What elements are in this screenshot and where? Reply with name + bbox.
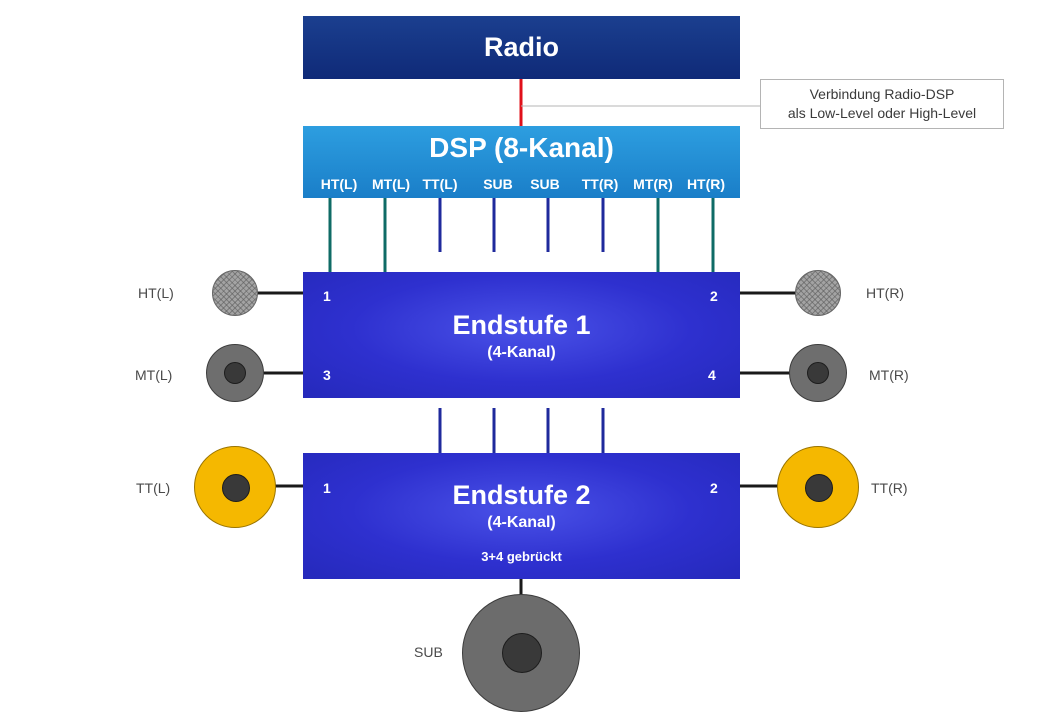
amp2-bridged-note: 3+4 gebrückt <box>481 549 562 564</box>
dsp-channel-sub-1: SUB <box>483 176 513 192</box>
amp1-channel-3: 3 <box>323 367 331 383</box>
subwoofer <box>462 594 580 712</box>
woofer-tt-right <box>777 446 859 528</box>
amp1-channel-4: 4 <box>708 367 716 383</box>
connection-note: Verbindung Radio-DSP als Low-Level oder … <box>760 79 1004 129</box>
midrange-mt-right <box>789 344 847 402</box>
amp2-channel-1: 1 <box>323 480 331 496</box>
amp1-channel-2: 2 <box>710 288 718 304</box>
dsp-channel-ht-r: HT(R) <box>686 176 726 192</box>
label-ht-right: HT(R) <box>866 285 905 301</box>
label-sub: SUB <box>414 644 443 660</box>
connection-note-line1: Verbindung Radio-DSP <box>809 86 955 102</box>
label-mt-left: MT(L) <box>135 367 173 383</box>
midrange-mt-left <box>206 344 264 402</box>
tweeter-ht-right <box>795 270 841 316</box>
connection-note-line2: als Low-Level oder High-Level <box>787 105 977 121</box>
subwoofer-cone <box>502 633 542 673</box>
tt-right-cone <box>805 474 833 502</box>
dsp-channel-mt-l: MT(L) <box>371 176 411 192</box>
dsp-channel-tt-r: TT(R) <box>581 176 619 192</box>
tt-left-cone <box>222 474 250 502</box>
mt-left-cone <box>224 362 246 384</box>
radio-block: Radio <box>303 16 740 79</box>
tweeter-ht-left <box>212 270 258 316</box>
amp2-subtitle: (4-Kanal) <box>487 514 556 531</box>
amp1-title: Endstufe 1 <box>452 310 591 340</box>
label-tt-right: TT(R) <box>871 480 908 496</box>
woofer-tt-left <box>194 446 276 528</box>
dsp-channel-ht-l: HT(L) <box>320 176 358 192</box>
amp2-title: Endstufe 2 <box>452 480 591 510</box>
dsp-channel-tt-l: TT(L) <box>422 176 458 192</box>
dsp-channel-mt-r: MT(R) <box>633 176 673 192</box>
dsp-block: DSP (8-Kanal) HT(L) MT(L) TT(L) SUB SUB … <box>303 126 740 198</box>
label-tt-left: TT(L) <box>136 480 171 496</box>
amplifier-2: Endstufe 2 (4-Kanal) 3+4 gebrückt 1 2 <box>303 453 740 579</box>
dsp-channel-sub-2: SUB <box>530 176 560 192</box>
label-mt-right: MT(R) <box>869 367 909 383</box>
label-ht-left: HT(L) <box>138 285 174 301</box>
amp1-subtitle: (4-Kanal) <box>487 344 556 361</box>
amp1-channel-1: 1 <box>323 288 331 304</box>
dsp-title: DSP (8-Kanal) <box>429 132 614 163</box>
amplifier-1: Endstufe 1 (4-Kanal) 1 2 3 4 <box>303 272 740 398</box>
amp2-channel-2: 2 <box>710 480 718 496</box>
mt-right-cone <box>807 362 829 384</box>
radio-label: Radio <box>483 32 559 62</box>
